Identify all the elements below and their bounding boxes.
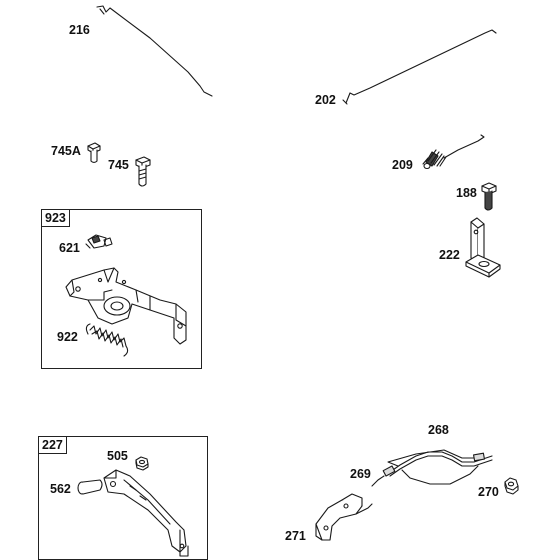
- label-209: 209: [392, 158, 413, 172]
- label-216: 216: [69, 23, 90, 37]
- hex-nut-270: [504, 477, 519, 495]
- label-922: 922: [57, 330, 78, 344]
- screw-188: [481, 182, 497, 211]
- governor-lever-923: [65, 267, 187, 345]
- extension-spring-922: [85, 323, 129, 357]
- kit-box-923: 923: [41, 209, 202, 369]
- label-621: 621: [59, 241, 80, 255]
- cable-clamp-bracket-271: [315, 493, 373, 541]
- label-745a: 745A: [51, 144, 81, 158]
- control-lever-227: [103, 469, 189, 557]
- control-cable-268: [371, 449, 493, 487]
- throttle-link-rod-202: [342, 29, 497, 105]
- kit-box-923-tag: 923: [41, 209, 70, 227]
- label-222: 222: [439, 248, 460, 262]
- governor-link-rod-216: [96, 5, 213, 97]
- label-270: 270: [478, 485, 499, 499]
- governor-spring-209: [422, 134, 485, 170]
- bolt-745: [135, 156, 151, 187]
- label-562: 562: [50, 482, 71, 496]
- mounting-bracket-222: [465, 217, 501, 278]
- small-clip-621: [85, 234, 113, 249]
- short-bolt-745a: [87, 142, 101, 164]
- label-188: 188: [456, 186, 477, 200]
- label-202: 202: [315, 93, 336, 107]
- hex-nut-505: [135, 456, 149, 471]
- label-268: 268: [428, 423, 449, 437]
- label-745: 745: [108, 158, 129, 172]
- label-271: 271: [285, 529, 306, 543]
- label-269: 269: [350, 467, 371, 481]
- kit-box-227-tag: 227: [38, 436, 67, 454]
- pin-bolt-562: [77, 479, 103, 495]
- label-505: 505: [107, 449, 128, 463]
